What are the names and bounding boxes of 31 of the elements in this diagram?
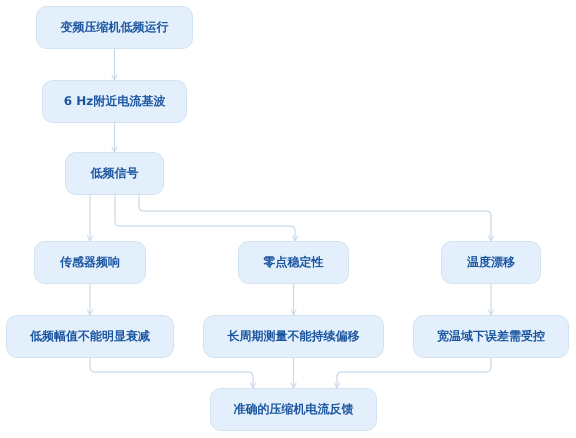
- box-label: 传感器频响: [60, 254, 120, 271]
- process-box: [34, 241, 146, 284]
- box-label: 长周期测量不能持续偏移: [228, 328, 360, 345]
- process-box: [210, 388, 377, 431]
- box-label: 低频信号: [90, 165, 138, 182]
- process-box: [36, 6, 193, 49]
- box-label: 准确的压缩机电流反馈: [234, 401, 354, 418]
- arrow: [114, 195, 298, 242]
- process-box: [65, 152, 164, 195]
- box-label: 变频压缩机低频运行: [60, 19, 168, 36]
- process-box: [413, 315, 569, 358]
- arrow: [86, 195, 94, 242]
- arrow: [488, 284, 494, 316]
- arrow: [111, 49, 118, 80]
- box-label: 宽温域下误差需受控: [437, 328, 545, 345]
- process-box: [42, 80, 187, 123]
- box-label: 零点稳定性: [264, 254, 324, 271]
- arrow: [290, 358, 297, 388]
- box-label: 温度漂移: [467, 254, 515, 271]
- process-box: [441, 241, 541, 284]
- process-box: [203, 315, 384, 358]
- arrow: [86, 284, 94, 316]
- arrow: [138, 195, 494, 242]
- process-box: [238, 241, 349, 284]
- arrow: [334, 358, 492, 388]
- box-label: 6 Hz附近电流基波: [64, 93, 166, 110]
- arrow: [111, 123, 118, 152]
- process-box: [6, 315, 174, 358]
- arrow: [89, 358, 256, 388]
- arrow: [290, 284, 297, 316]
- box-label: 低频幅值不能明显衰减: [30, 328, 150, 345]
